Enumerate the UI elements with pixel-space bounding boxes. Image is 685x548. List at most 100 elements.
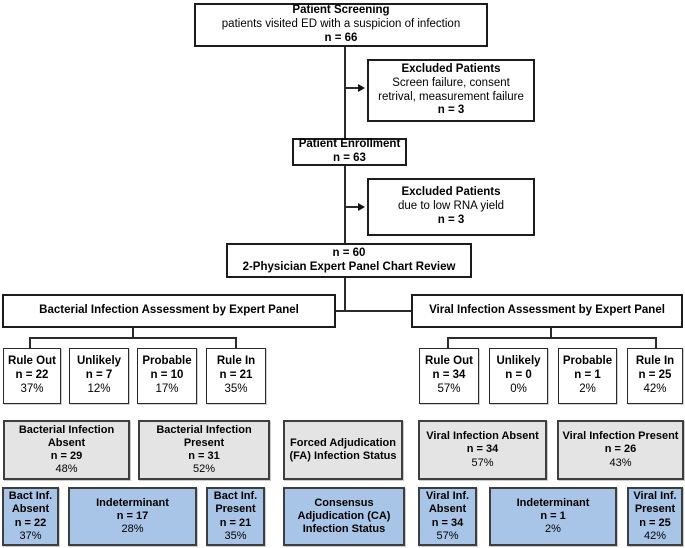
box-percent: 35%	[224, 529, 247, 542]
box-count: n = 21	[219, 516, 252, 529]
arrow-right-icon	[358, 202, 365, 211]
box-label: Viral Inf. Present	[633, 490, 677, 516]
box-percent: 2%	[579, 382, 596, 395]
box-count: n = 0	[505, 369, 532, 382]
box-label: Indeterminant	[96, 496, 169, 509]
box-percent: 52%	[192, 463, 216, 476]
box-count: n = 1	[540, 509, 566, 522]
box-percent: 57%	[436, 529, 459, 542]
connector-line	[29, 337, 31, 348]
box-percent: 12%	[87, 382, 111, 395]
ca-status-label-box: Consensus Adjudication (CA) Infection St…	[283, 487, 405, 546]
box-percent: 43%	[609, 456, 632, 469]
panel-title: Viral Infection Assessment by Expert Pan…	[429, 304, 665, 317]
fa-status-label-box: Forced Adjudication (FA) Infection Statu…	[283, 420, 403, 480]
excluded-screening-box: Excluded Patients Screen failure, consen…	[367, 59, 535, 122]
box-reason: due to low RNA yield	[397, 200, 505, 213]
box-count: n = 17	[116, 509, 149, 522]
box-percent: 35%	[224, 382, 248, 395]
fa-bacterial-absent-box: Bacterial Infection Absent n = 29 48%	[3, 420, 130, 480]
box-title: Patient Enrollment	[298, 138, 401, 151]
box-count: n = 22	[15, 369, 49, 382]
box-count: n = 34	[431, 516, 464, 529]
box-count: n = 22	[14, 516, 47, 529]
viral-probable-box: Probable n = 1 2%	[558, 348, 617, 404]
box-title: Excluded Patients	[401, 62, 501, 75]
box-label: Viral Inf. Absent	[425, 490, 470, 516]
ca-viral-absent-box: Viral Inf. Absent n = 34 57%	[418, 487, 477, 546]
box-count: n = 25	[639, 516, 671, 529]
box-label: Rule Out	[425, 355, 473, 368]
box-label: Bact Inf. Absent	[8, 490, 53, 516]
connector-line	[655, 337, 657, 348]
viral-panel-header: Viral Infection Assessment by Expert Pan…	[411, 294, 683, 328]
box-label: Probable	[562, 355, 613, 368]
box-count: n = 7	[85, 369, 113, 382]
box-count: n = 26	[604, 443, 637, 456]
fa-viral-absent-box: Viral Infection Absent n = 34 57%	[418, 420, 547, 480]
box-count: n = 10	[150, 369, 184, 382]
ca-bacterial-indeterminant-box: Indeterminant n = 17 28%	[68, 487, 197, 546]
bacterial-panel-header: Bacterial Infection Assessment by Expert…	[2, 294, 336, 328]
box-label: Viral Infection Present	[562, 430, 679, 443]
bacterial-unlikely-box: Unlikely n = 7 12%	[69, 348, 129, 404]
arrow-right-icon	[358, 83, 365, 92]
fa-status-label: Forced Adjudication (FA) Infection Statu…	[289, 436, 397, 462]
connector-line	[235, 337, 237, 348]
ca-bacterial-present-box: Bact Inf. Present n = 21 35%	[206, 487, 265, 546]
box-subtitle: patients visited ED with a suspicion of …	[221, 18, 461, 31]
box-label: Rule Out	[8, 355, 56, 368]
box-percent: 48%	[55, 463, 78, 476]
box-percent: 42%	[643, 382, 667, 395]
box-label: Unlikely	[76, 355, 122, 368]
box-label: Indeterminant	[516, 496, 590, 509]
box-label: Viral Infection Absent	[426, 430, 539, 443]
box-label: Bacterial Infection Present	[156, 423, 252, 449]
box-label: Bacterial Infection Absent	[18, 423, 115, 449]
bacterial-probable-box: Probable n = 10 17%	[137, 348, 197, 404]
box-title: Excluded Patients	[401, 186, 501, 199]
ca-viral-indeterminant-box: Indeterminant n = 1 2%	[489, 487, 617, 546]
panel-title: Bacterial Infection Assessment by Expert…	[39, 304, 299, 317]
box-label: Probable	[142, 355, 192, 368]
box-count: n = 21	[219, 369, 253, 382]
box-percent: 57%	[471, 456, 494, 469]
connector-line	[344, 47, 346, 138]
fa-bacterial-present-box: Bacterial Infection Present n = 31 52%	[138, 420, 270, 480]
box-count: n = 66	[324, 31, 358, 44]
patient-screening-box: Patient Screening patients visited ED wi…	[194, 3, 488, 47]
box-percent: 37%	[19, 529, 42, 542]
box-label: Rule In	[216, 355, 256, 368]
connector-line	[447, 337, 657, 339]
connector-line	[132, 328, 134, 339]
fa-viral-present-box: Viral Infection Present n = 26 43%	[557, 420, 684, 480]
box-percent: 42%	[643, 529, 667, 542]
patient-enrollment-box: Patient Enrollment n = 63	[292, 138, 407, 166]
connector-line	[344, 278, 346, 312]
box-title: Patient Screening	[292, 4, 390, 17]
connector-line	[345, 206, 359, 208]
viral-rule-in-box: Rule In n = 25 42%	[627, 348, 683, 404]
bacterial-rule-out-box: Rule Out n = 22 37%	[3, 348, 61, 404]
box-count: n = 60	[332, 246, 366, 259]
box-count: n = 31	[188, 450, 220, 462]
connector-line	[550, 328, 552, 339]
excluded-enrollment-box: Excluded Patients due to low RNA yield n…	[367, 178, 535, 236]
chart-review-box: n = 60 2-Physician Expert Panel Chart Re…	[226, 243, 472, 278]
box-percent: 0%	[510, 382, 527, 395]
box-count: n = 3	[437, 104, 465, 117]
connector-line	[336, 310, 412, 312]
box-count: n = 1	[574, 369, 601, 382]
viral-unlikely-box: Unlikely n = 0 0%	[489, 348, 548, 404]
box-percent: 2%	[545, 523, 561, 536]
box-percent: 28%	[121, 523, 144, 536]
ca-status-label: Consensus Adjudication (CA) Infection St…	[297, 496, 391, 536]
box-count: n = 29	[50, 450, 83, 462]
connector-line	[29, 337, 237, 339]
box-label: Unlikely	[496, 355, 541, 368]
box-count: n = 25	[638, 369, 672, 382]
connector-line	[447, 337, 449, 348]
ca-viral-present-box: Viral Inf. Present n = 25 42%	[627, 487, 683, 546]
box-percent: 37%	[20, 382, 44, 395]
